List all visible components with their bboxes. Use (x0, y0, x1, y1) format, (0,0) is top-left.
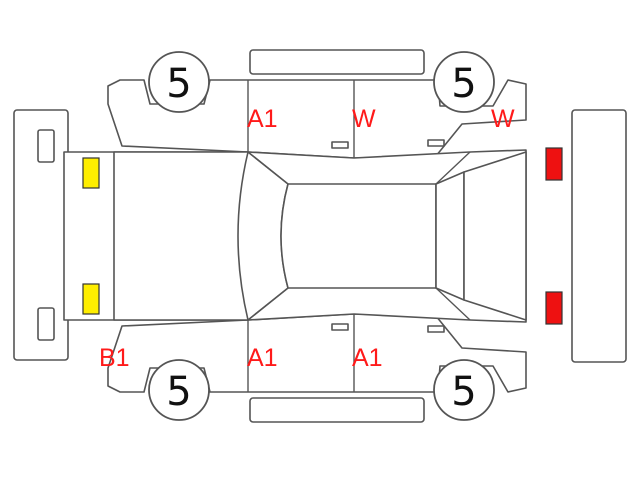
mark-door-rear-right: A1 (352, 344, 383, 372)
trunk-panel (463, 151, 527, 321)
tire-tread-value: 5 (166, 61, 191, 107)
hood-panel (113, 151, 249, 321)
tire-tread-value: 5 (451, 61, 476, 107)
front-bumper (13, 109, 69, 361)
taillamp-right-icon (545, 291, 563, 325)
mark-door-front-right: A1 (247, 344, 278, 372)
tire-tread-value: 5 (166, 369, 191, 415)
headlamp-left-icon (82, 157, 100, 189)
side-skirt-right (249, 397, 425, 423)
side-skirt-left (249, 49, 425, 75)
rear-window (435, 171, 465, 301)
mark-door-rear-left: W (352, 105, 376, 133)
tire-rear-left: 5 (433, 51, 495, 113)
mark-bumper-front-right: B1 (99, 344, 130, 372)
tire-tread-value: 5 (451, 369, 476, 415)
headlamp-right-icon (82, 283, 100, 315)
mark-quarter-rear-left: W (491, 105, 515, 133)
car-body-top (63, 149, 527, 323)
roof-panel (280, 183, 437, 289)
taillamp-left-icon (545, 147, 563, 181)
rear-bumper (571, 109, 627, 363)
tire-rear-right: 5 (433, 359, 495, 421)
tire-front-left: 5 (148, 51, 210, 113)
mark-fender-front-left: A1 (247, 105, 278, 133)
tire-front-right: 5 (148, 359, 210, 421)
